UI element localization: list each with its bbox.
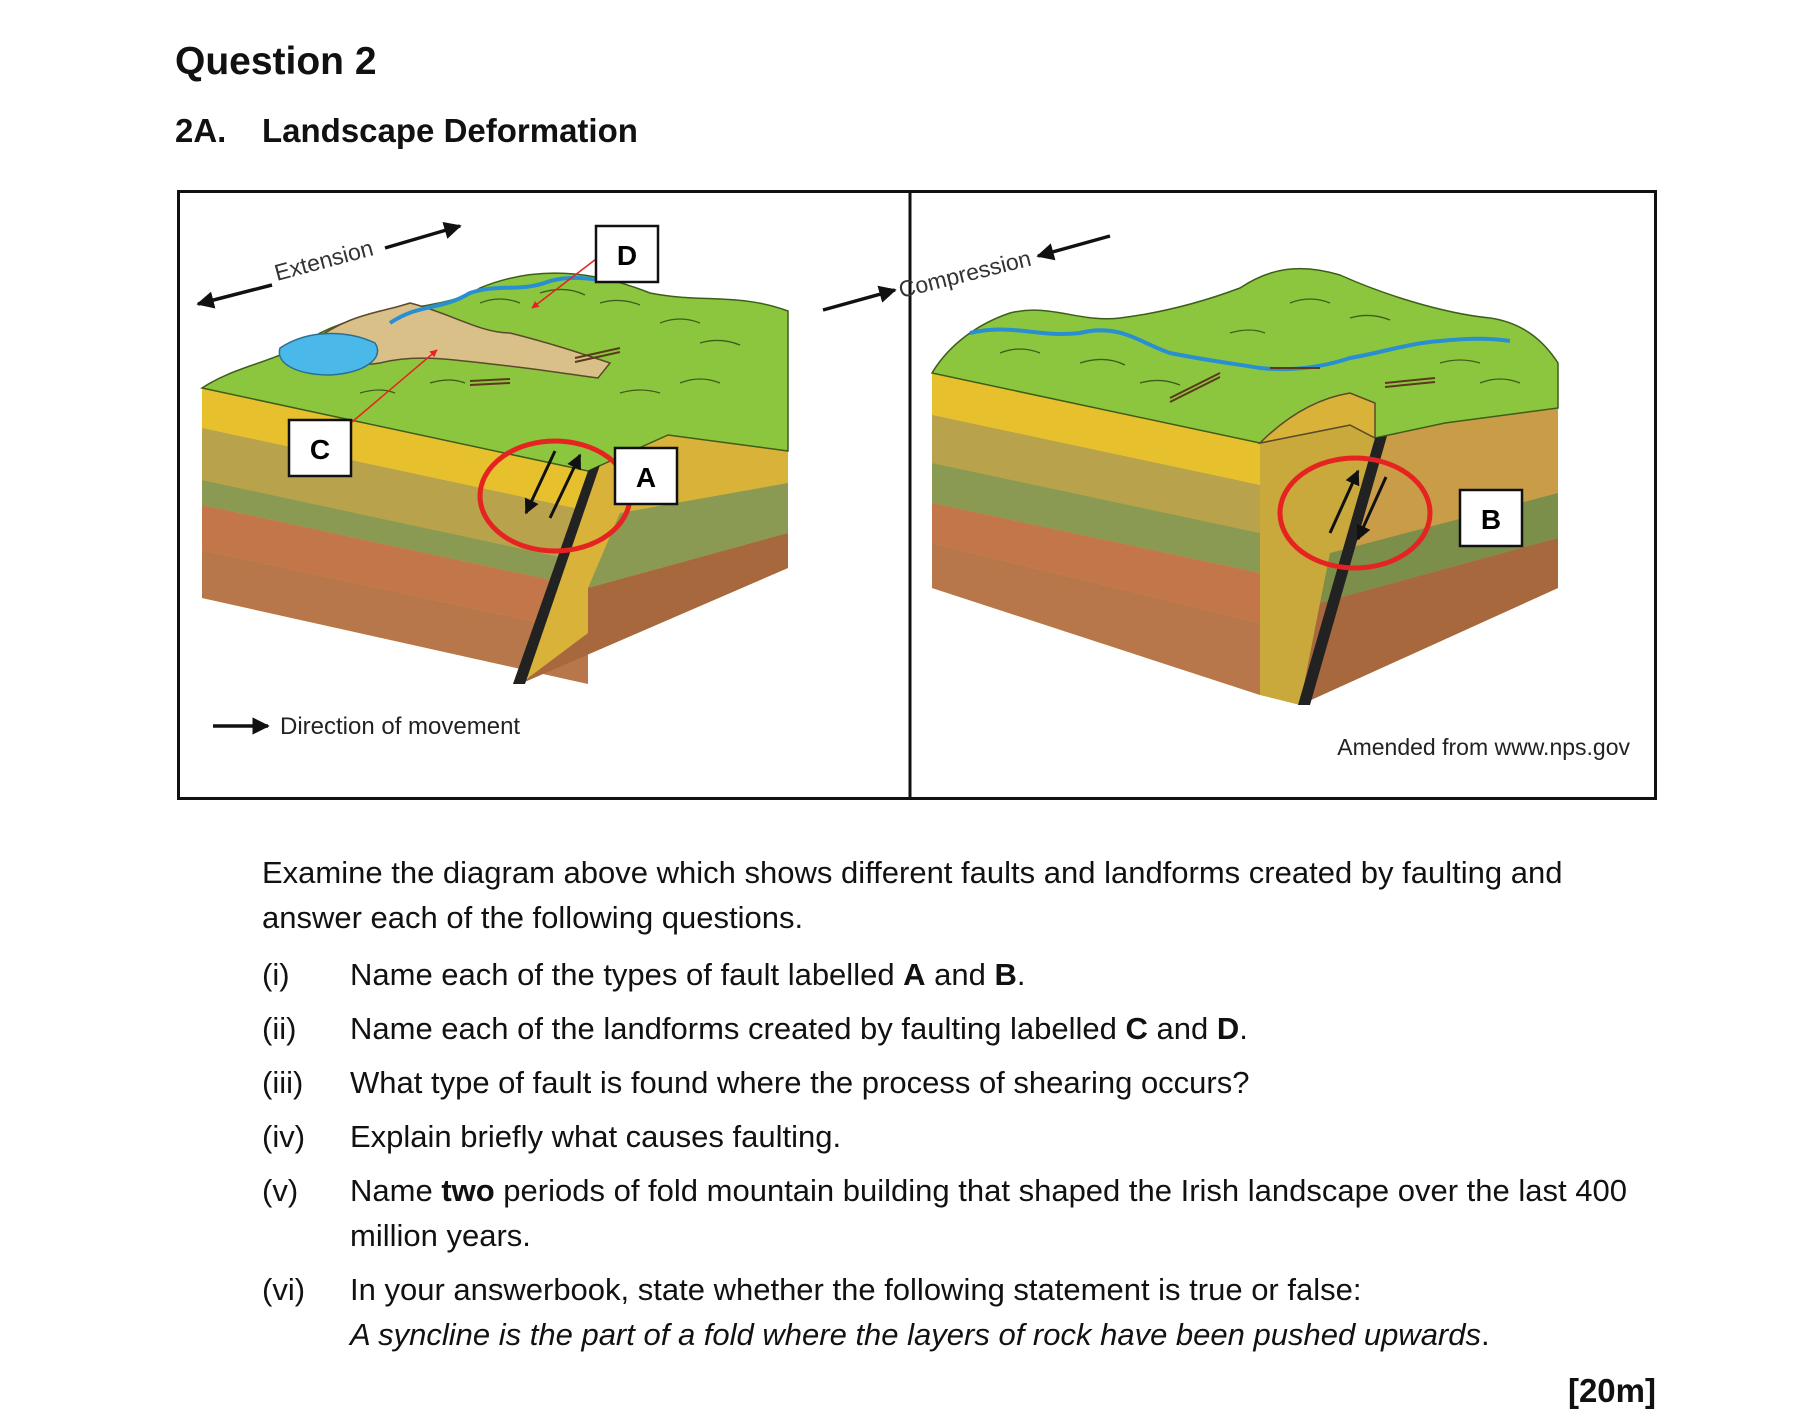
question-number: (i) xyxy=(262,957,290,992)
extension-label: Extension xyxy=(272,235,376,286)
label-a: A xyxy=(636,462,656,493)
right-block: Compression B xyxy=(822,234,1559,705)
left-block: Extension C D A xyxy=(196,222,789,684)
question-item: (v) Name two periods of fold mountain bu… xyxy=(262,1168,1662,1258)
question-text: In your answerbook, state whether the fo… xyxy=(350,1272,1490,1352)
movement-arrow-down xyxy=(524,450,557,515)
section-heading: Landscape Deformation xyxy=(262,112,638,149)
question-text: Name each of the types of fault labelled… xyxy=(350,957,1026,992)
marks-total: [20m] xyxy=(1567,1372,1656,1409)
pointer-d xyxy=(531,255,601,309)
label-c: C xyxy=(310,434,330,465)
question-text: Name each of the landforms created by fa… xyxy=(350,1011,1248,1046)
question-text: Explain briefly what causes faulting. xyxy=(350,1119,842,1154)
question-number: (iii) xyxy=(262,1065,304,1100)
question-item: (ii) Name each of the landforms created … xyxy=(262,1006,1662,1051)
question-text: Name two periods of fold mountain buildi… xyxy=(350,1173,1627,1253)
compression-arrow-right xyxy=(822,285,897,312)
section-title: 2A. Landscape Deformation xyxy=(175,112,638,150)
question-number: (vi) xyxy=(262,1272,306,1307)
compression-label: Compression xyxy=(896,245,1034,303)
section-number: 2A. xyxy=(175,112,227,149)
label-c-box xyxy=(287,418,353,478)
fault-b-circle xyxy=(1277,455,1433,571)
question-text: What type of fault is found where the pr… xyxy=(350,1065,1250,1100)
question-number: (ii) xyxy=(262,1011,297,1046)
label-b: B xyxy=(1481,504,1501,535)
question-number: (v) xyxy=(262,1173,299,1208)
extension-arrow-left xyxy=(196,283,273,309)
question-item: (iii) What type of fault is found where … xyxy=(262,1060,1662,1105)
question-list: (i) Name each of the types of fault labe… xyxy=(262,952,1662,1366)
question-item: (iv) Explain briefly what causes faultin… xyxy=(262,1114,1662,1159)
legend-text: Direction of movement xyxy=(280,713,520,740)
label-d-box xyxy=(594,224,660,284)
fault-diagram: Extension C D A Direction of movement xyxy=(196,193,1630,797)
compression-arrow-left xyxy=(1036,234,1111,261)
label-a-box xyxy=(613,446,679,506)
question-number: (iv) xyxy=(262,1119,306,1154)
label-d: D xyxy=(617,240,637,271)
movement-arrow-up-b xyxy=(1328,469,1360,534)
label-b-box xyxy=(1458,488,1524,548)
movement-arrow-down-b xyxy=(1356,476,1388,541)
source-note: Amended from www.nps.gov xyxy=(1337,734,1630,760)
question-title: Question 2 xyxy=(175,40,377,83)
movement-arrow-up xyxy=(548,453,582,519)
intro-paragraph: Examine the diagram above which shows di… xyxy=(262,855,1563,935)
question-item: (vi) In your answerbook, state whether t… xyxy=(262,1267,1662,1357)
statement-italic: A syncline is the part of a fold where t… xyxy=(350,1317,1482,1352)
question-item: (i) Name each of the types of fault labe… xyxy=(262,952,1662,997)
pointer-c xyxy=(351,349,438,423)
extension-arrow-right xyxy=(384,222,462,250)
fault-diagram-figure: Extension C D A Direction of movement xyxy=(177,190,1657,800)
